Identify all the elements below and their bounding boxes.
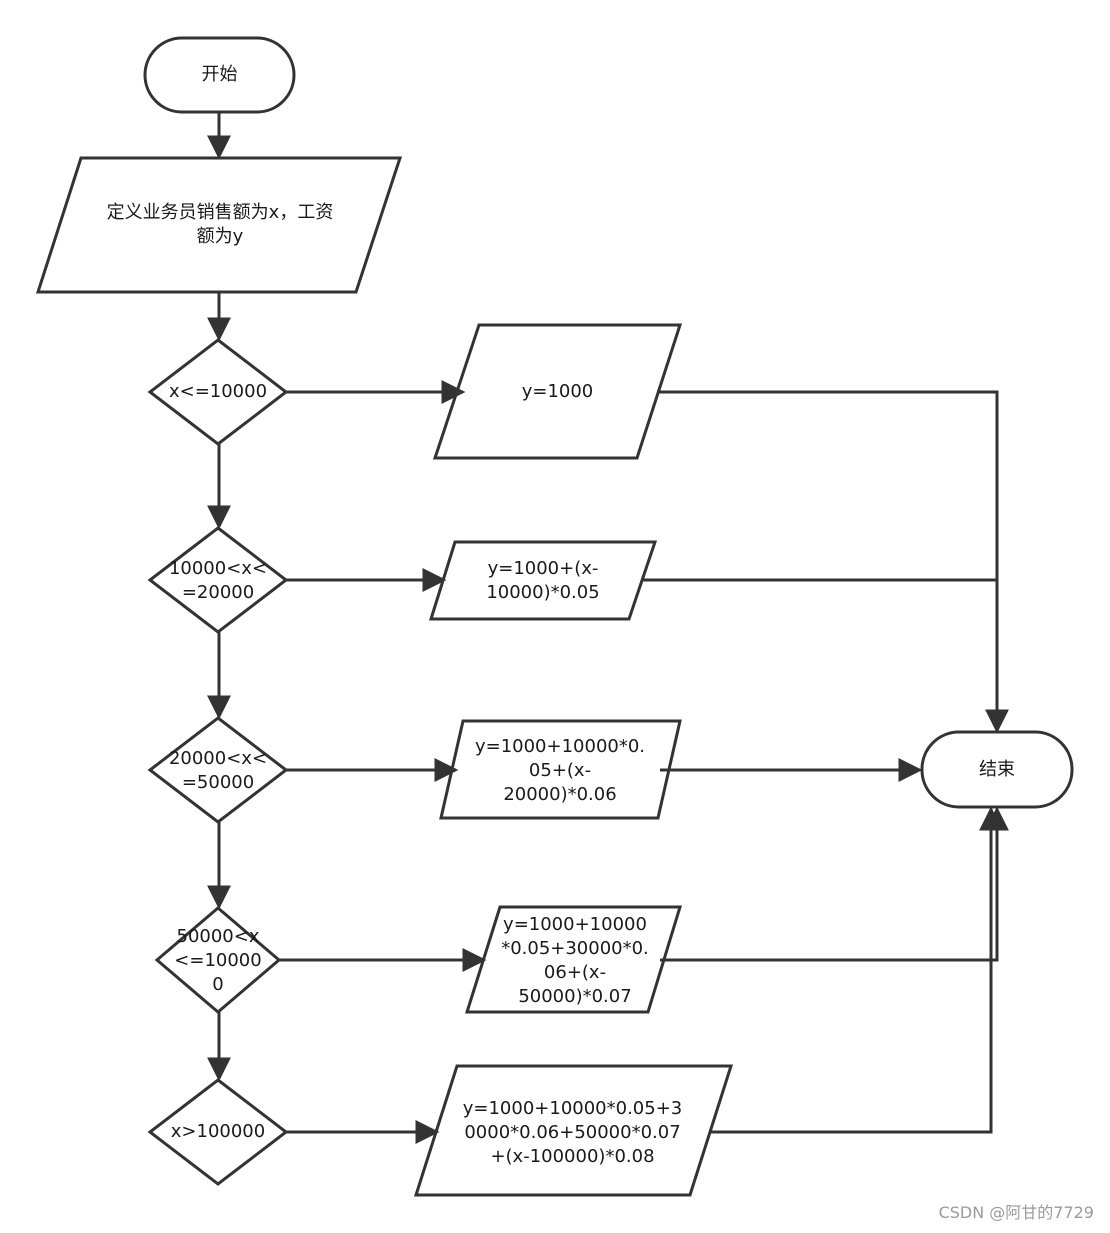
cond5-text: x>100000 (170, 1121, 266, 1142)
out4-text-line-3: 06+(x- (543, 962, 607, 983)
cond5-label: x>100000 (150, 1112, 286, 1152)
cond1-label: x<=10000 (150, 372, 286, 412)
cond3-text-line-2: =50000 (181, 772, 255, 793)
cond4-label: 50000<x <=10000 0 (157, 924, 279, 998)
out2-text-line-2: 10000)*0.05 (486, 582, 600, 603)
out3-text-line-2: 05+(x- (528, 760, 592, 781)
out5-text-line-1: y=1000+10000*0.05+3 (462, 1098, 683, 1119)
cond3-label: 20000<x< =50000 (150, 746, 286, 796)
out3-io-shape (439, 719, 682, 820)
out4-text-line-1: y=1000+10000 (503, 914, 647, 935)
cond2-label: 10000<x< =20000 (150, 556, 286, 606)
end-text: 结束 (979, 758, 1015, 780)
out4-label: y=1000+10000 *0.05+30000*0. 06+(x- 50000… (480, 912, 670, 1010)
edge-out5-end (710, 806, 1003, 1134)
cond4-text-line-2: <=10000 (174, 950, 262, 971)
out2-io-shape (428, 540, 658, 621)
out2-label: y=1000+(x- 10000)*0.05 (450, 556, 636, 606)
cond2-text-line-2: =20000 (181, 582, 255, 603)
cond2-text-line-1: 10000<x< (168, 558, 268, 579)
cond3-text-line-1: 20000<x< (168, 748, 268, 769)
out4-text-line-4: 50000)*0.07 (518, 986, 632, 1007)
out3-label: y=1000+10000*0. 05+(x- 20000)*0.06 (460, 734, 660, 808)
out3-text-line-3: 20000)*0.06 (503, 784, 617, 805)
edge-out1-end (657, 390, 1009, 734)
define-text-line-1: 定义业务员销售额为x，工资 (106, 202, 334, 223)
out1-text: y=1000 (521, 381, 594, 402)
out4-io-shape (464, 905, 683, 1014)
cond4-text-line-3: 0 (212, 974, 224, 995)
start-label: 开始 (145, 38, 294, 112)
cond5-diamond (147, 1078, 289, 1186)
define-io-shape (35, 156, 403, 294)
out2-text-line-1: y=1000+(x- (487, 558, 599, 579)
out1-label: y=1000 (470, 372, 645, 412)
out5-io-shape (413, 1064, 734, 1197)
out5-text-line-2: 0000*0.06+50000*0.07 (464, 1122, 681, 1143)
define-text-line-2: 额为y (196, 226, 244, 247)
out4-text-line-2: *0.05+30000*0. (501, 938, 649, 959)
end-label: 结束 (922, 732, 1072, 807)
out5-text-line-3: +(x-100000)*0.08 (490, 1146, 655, 1167)
out3-text-line-1: y=1000+10000*0. (474, 736, 646, 757)
define-label: 定义业务员销售额为x，工资 额为y (80, 190, 360, 260)
csdn-watermark: CSDN @阿甘的7729 (938, 1203, 1094, 1222)
edge-out4-end (660, 806, 1009, 962)
start-text: 开始 (201, 64, 238, 85)
out5-label: y=1000+10000*0.05+3 0000*0.06+50000*0.07… (440, 1096, 705, 1170)
cond4-text-line-1: 50000<x (176, 926, 260, 947)
cond1-text: x<=10000 (168, 381, 268, 402)
out1-io-shape (432, 323, 683, 460)
